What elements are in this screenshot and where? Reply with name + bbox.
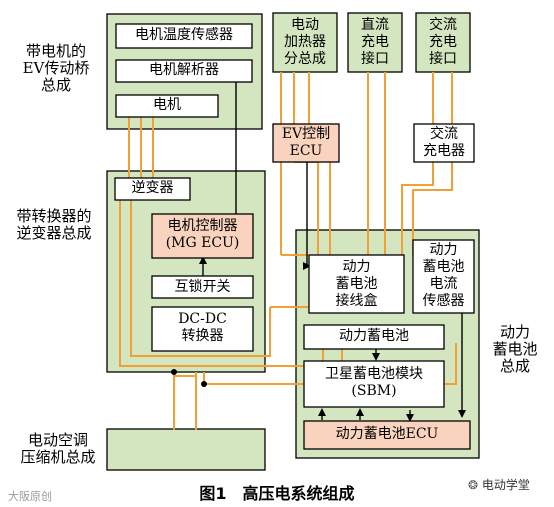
battery-group-label: 动力 蓄电池 总成 [492, 323, 538, 375]
mg-ecu-label: 电机控制器 (MG ECU) [165, 218, 240, 251]
sbm-label: 卫星蓄电池模块 (SBM) [325, 366, 423, 399]
ac-charger-box [413, 123, 475, 163]
dc-charge-port-box [347, 12, 403, 73]
ev-ecu-label: EV控制 ECU [281, 126, 331, 159]
inverter-group-label: 带转换器的 逆变器总成 [16, 207, 92, 242]
compressor-group [106, 428, 266, 471]
mg-ecu-box [151, 213, 254, 259]
ac-charge-port-label: 交流 充电 接口 [429, 17, 457, 67]
junction-box-label: 动力 蓄电池 接线盒 [335, 259, 378, 309]
ac-charger-label: 交流 充电器 [423, 126, 465, 159]
dcdc-converter-box [151, 306, 254, 352]
ev-ecu-box [272, 123, 340, 163]
figure-caption: 图1 高压电系统组成 [199, 484, 355, 503]
interlock-switch-box [151, 275, 254, 299]
junction-box [308, 254, 405, 314]
ac-charge-port-box [415, 12, 471, 73]
motor-label: 电机 [153, 97, 181, 113]
battery-ecu-box [303, 420, 471, 450]
junction-dot [201, 381, 207, 387]
motor-temp-sensor-label: 电机温度传感器 [135, 27, 233, 43]
inverter-label: 逆变器 [131, 180, 174, 196]
dcdc-converter-label: DC-DC 转换器 [178, 311, 227, 344]
wechat-icon: ❂ [468, 478, 482, 492]
motor-temp-sensor-box [115, 23, 253, 49]
watermark-right: ❂ 电动学堂 [468, 476, 530, 493]
motor-resolver-label: 电机解析器 [149, 62, 219, 78]
drive-axle-group-label: 带电机的 EV传动桥 总成 [22, 42, 90, 94]
junction-dot [171, 369, 177, 375]
battery-pack-label: 动力蓄电池 [339, 328, 409, 344]
current-sensor-box [412, 239, 475, 314]
battery-pack-box [303, 324, 445, 350]
interlock-switch-label: 互锁开关 [174, 279, 231, 295]
watermark-right-text: 电动学堂 [481, 478, 530, 492]
motor-box [115, 94, 219, 118]
motor-resolver-box [115, 59, 253, 83]
battery-ecu-label: 动力蓄电池ECU [335, 426, 439, 442]
watermark-left: 大阪原创 [8, 490, 52, 503]
inverter-box [114, 177, 191, 201]
sbm-box [303, 360, 445, 408]
current-sensor-label: 动力 蓄电池 电流 传感器 [422, 242, 465, 309]
dc-charge-port-label: 直流 充电 接口 [361, 17, 389, 67]
compressor-group-label: 电动空调 压缩机总成 [20, 431, 96, 466]
electric-heater-label: 电动 加热器 分总成 [284, 17, 326, 67]
electric-heater-box [272, 12, 338, 73]
